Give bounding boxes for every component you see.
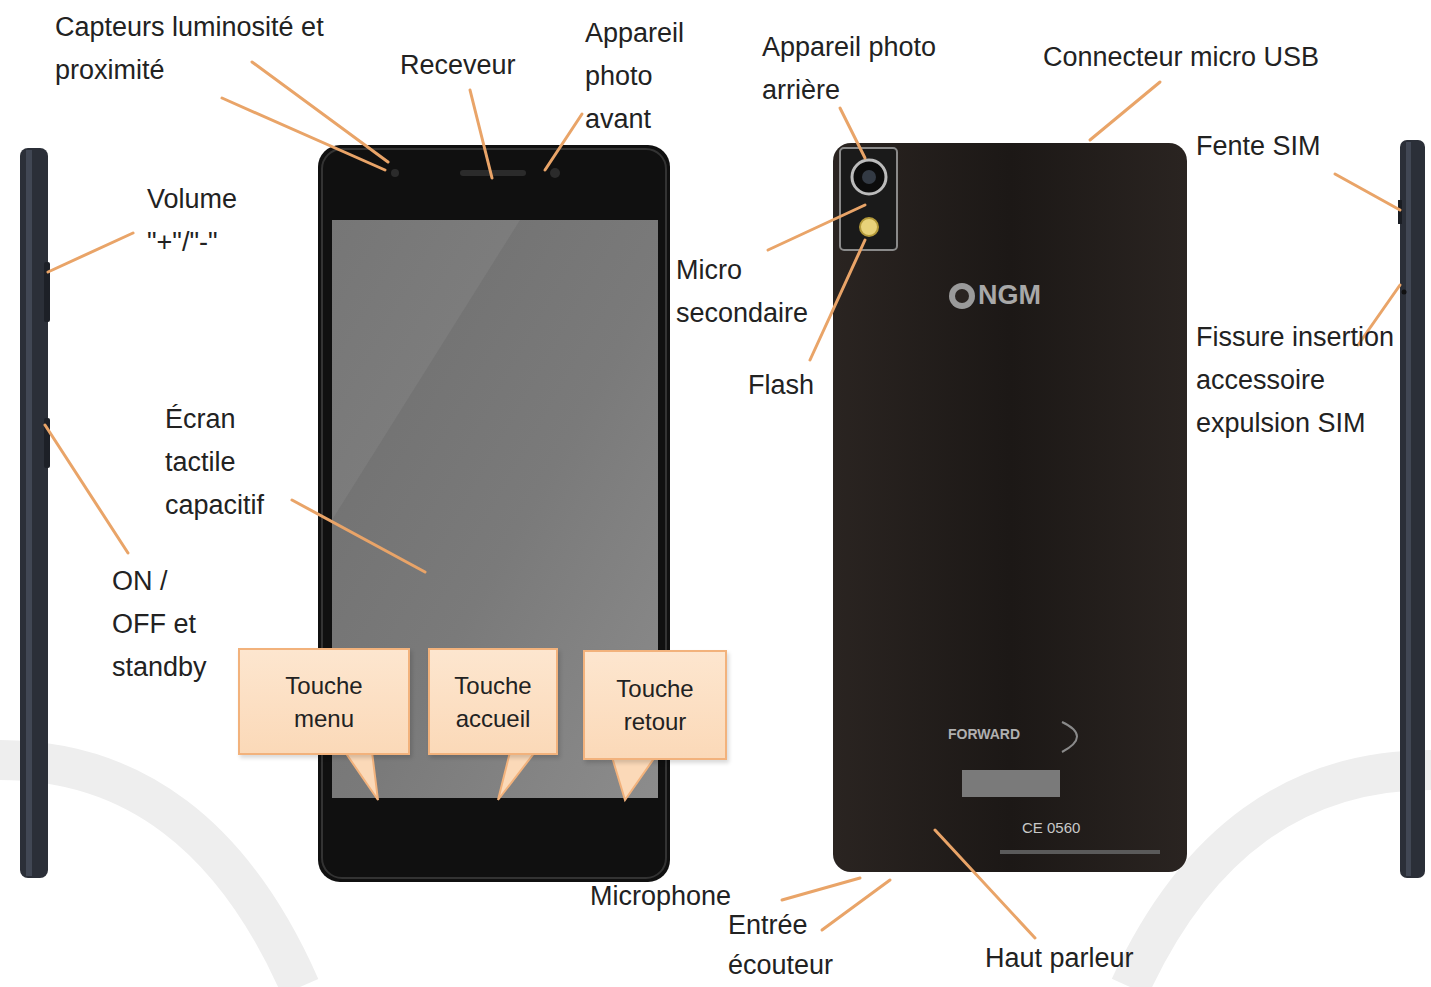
callout-box: Touche accueil [428, 648, 558, 755]
callout-text: Touche accueil [438, 669, 548, 735]
part-label: Fissure insertion accessoire expulsion S… [1196, 316, 1411, 445]
part-label: Receveur [400, 44, 516, 87]
part-label: Capteurs luminosité et proximité [55, 6, 345, 92]
part-label: Connecteur micro USB [1043, 36, 1319, 79]
callout-text: Touche menu [269, 669, 379, 735]
part-label: Microphone [590, 875, 731, 918]
callout-box: Touche menu [238, 648, 410, 755]
part-label: Haut parleur [985, 937, 1134, 980]
brand-marking: FORWARD [948, 724, 1020, 744]
part-label: Entrée écouteur [728, 905, 868, 985]
part-label: Appareil photo arrière [762, 26, 992, 112]
part-label: Écran tactile capacitif [165, 398, 295, 527]
part-label: Volume "+"/"-" [147, 178, 267, 264]
brand-marking: NGM [978, 278, 1041, 312]
part-label: Flash [748, 364, 814, 407]
callout-box: Touche retour [583, 650, 727, 760]
part-label: Appareil photo avant [585, 12, 715, 141]
part-label: ON / OFF et standby [112, 560, 217, 689]
callout-text: Touche retour [600, 672, 710, 738]
part-label: Fente SIM [1196, 125, 1321, 168]
brand-marking: CE 0560 [1022, 818, 1080, 838]
part-label: Micro secondaire [676, 249, 836, 335]
